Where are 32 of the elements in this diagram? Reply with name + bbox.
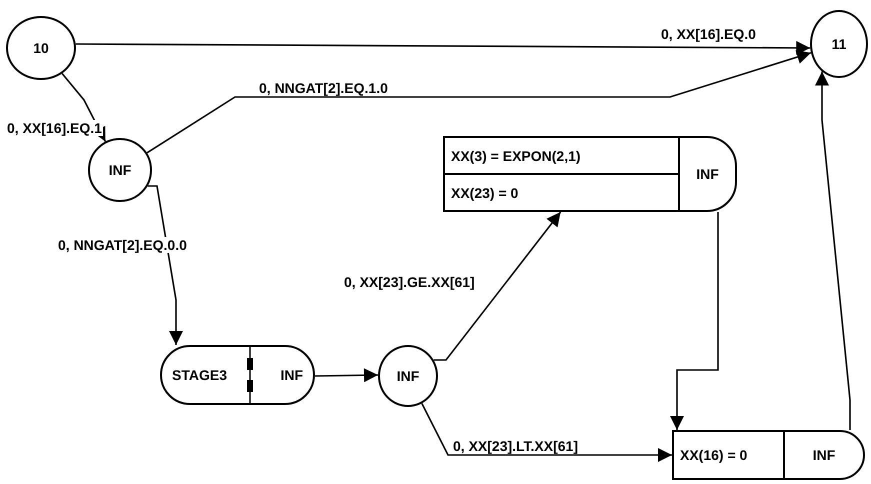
arrow — [148, 185, 183, 345]
node-circle — [810, 10, 868, 78]
edge-label: 0, XX[23].GE.XX[61] — [343, 274, 476, 290]
node-label: INF — [280, 367, 303, 383]
edge-label: 0, XX[16].EQ.1 — [6, 120, 103, 136]
assignment-text: XX(16) = 0 — [680, 447, 748, 463]
arrow — [434, 212, 562, 361]
activity-box — [160, 345, 315, 405]
node-label: INF — [396, 368, 420, 384]
arrow — [815, 72, 851, 430]
node-label: 11 — [832, 36, 846, 52]
node-circle — [88, 138, 152, 202]
node-label: STAGE3 — [172, 367, 227, 383]
node-label: INF — [108, 162, 132, 178]
arrow — [146, 50, 812, 154]
edge-label: 0, XX[16].EQ.0 — [660, 26, 757, 42]
arrow — [314, 368, 378, 382]
node-circle — [6, 16, 76, 80]
assignment-text: XX(3) = EXPON(2,1) — [451, 148, 581, 164]
node-circle — [378, 345, 438, 407]
activity-box — [443, 136, 737, 212]
assignment-text: XX(23) = 0 — [451, 184, 518, 200]
node-label: 10 — [33, 40, 49, 56]
arrow — [670, 212, 719, 430]
arrow — [421, 403, 672, 462]
activity-box — [672, 430, 865, 480]
node-label: INF — [696, 166, 719, 182]
edge-label: 0, XX[23].LT.XX[61] — [452, 438, 580, 454]
edge-label: 0, NNGAT[2].EQ.0.0 — [57, 237, 188, 253]
node-label: INF — [812, 447, 836, 463]
edge-label: 0, NNGAT[2].EQ.1.0 — [258, 80, 389, 96]
arrow — [76, 40, 810, 55]
